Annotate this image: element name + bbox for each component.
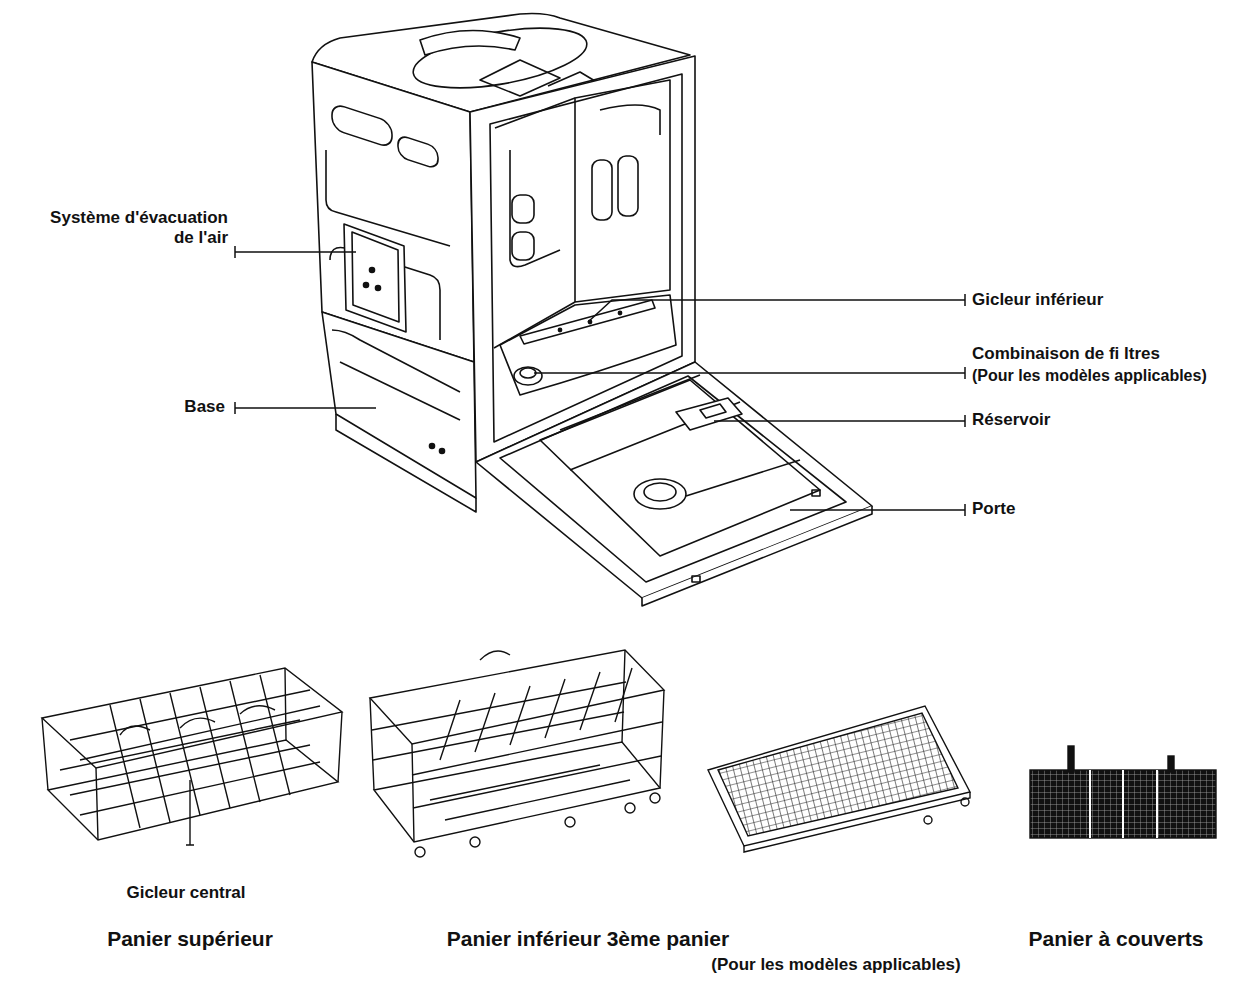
part-label: Réservoir [972,410,1252,430]
basket-label: Panier à couverts [986,926,1246,951]
leader-lines [235,246,965,516]
part-label: Porte [972,499,1252,519]
dishwasher-body [312,14,872,607]
part-label: Combinaison de fi ltres [972,344,1252,364]
basket-label: Panier inférieur 3ème panier [398,926,778,951]
part-label: Gicleur inférieur [972,290,1252,310]
part-label: Système d'évacuation de l'air [28,208,228,249]
third-rack [708,706,970,852]
part-label: Base [105,397,225,417]
part-label: Gicleur central [86,883,286,903]
note-label: (Pour les modèles applicables) [676,955,996,975]
lower-basket [370,650,664,857]
note-label: (Pour les modèles applicables) [972,366,1259,385]
basket-label: Panier supérieur [40,926,340,951]
cutlery-basket [1030,746,1216,838]
upper-basket [42,668,342,845]
